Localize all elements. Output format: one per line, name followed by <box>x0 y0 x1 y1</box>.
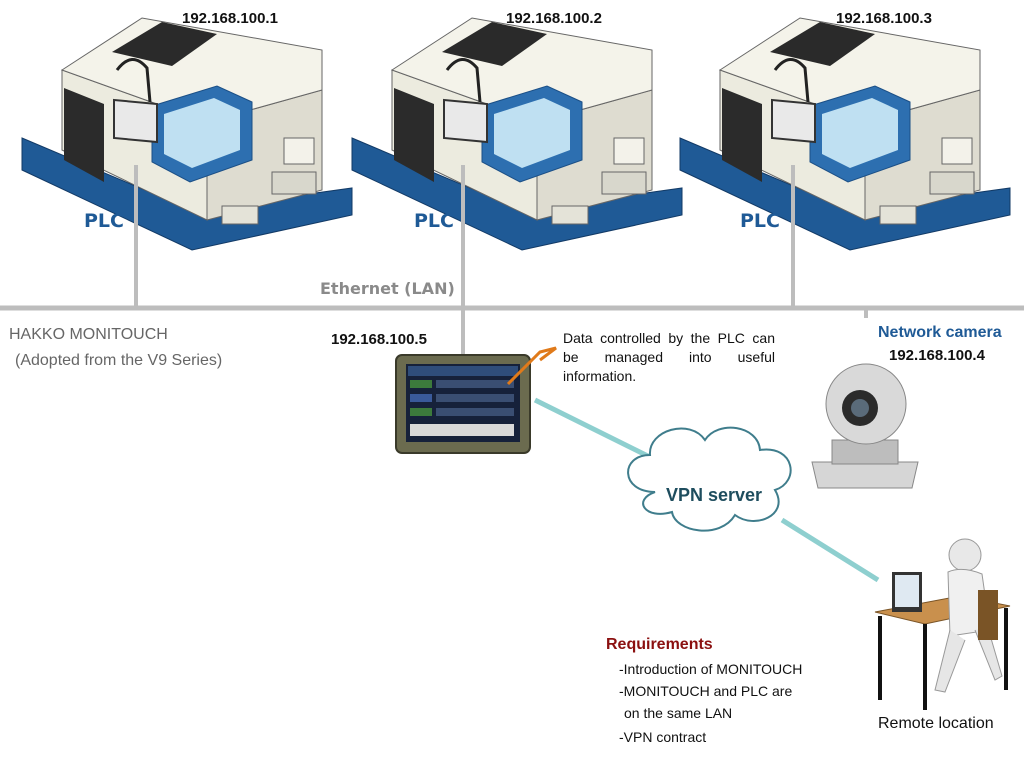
monitouch-device <box>395 354 531 454</box>
camera-title: Network camera <box>878 324 1002 341</box>
machine-2-ip: 192.168.100.2 <box>506 10 602 27</box>
requirement-item-1: -Introduction of MONITOUCH <box>619 661 803 677</box>
requirements-title: Requirements <box>606 636 713 653</box>
monitouch-series: (Adopted from the V9 Series) <box>15 352 223 369</box>
requirement-item-2: -MONITOUCH and PLC are <box>619 683 793 699</box>
ethernet-label: Ethernet (LAN) <box>320 279 455 298</box>
requirement-item-3: on the same LAN <box>624 705 733 721</box>
monitouch-ip: 192.168.100.5 <box>331 331 427 348</box>
monitouch-name: HAKKO MONITOUCH <box>9 326 168 343</box>
network-camera <box>811 363 919 489</box>
callout-marker <box>506 346 557 386</box>
machine-3-ip: 192.168.100.3 <box>836 10 932 27</box>
remote-location-label: Remote location <box>878 715 994 732</box>
remote-desk-scene <box>874 538 1011 710</box>
plc-label-2: PLC <box>414 210 454 232</box>
vpn-link-2 <box>780 517 880 583</box>
camera-ip: 192.168.100.4 <box>889 347 985 364</box>
vpn-cloud <box>627 426 792 532</box>
requirement-item-4: -VPN contract <box>619 729 707 745</box>
machine-1 <box>20 16 354 252</box>
plc-label-1: PLC <box>84 210 124 232</box>
machine-3 <box>678 16 1012 252</box>
vpn-label: VPN server <box>666 485 763 505</box>
machine-1-ip: 192.168.100.1 <box>182 10 278 27</box>
machine-2 <box>350 16 684 252</box>
callout-note: Data controlled by the PLC can be manage… <box>563 330 775 384</box>
plc-label-3: PLC <box>740 210 780 232</box>
